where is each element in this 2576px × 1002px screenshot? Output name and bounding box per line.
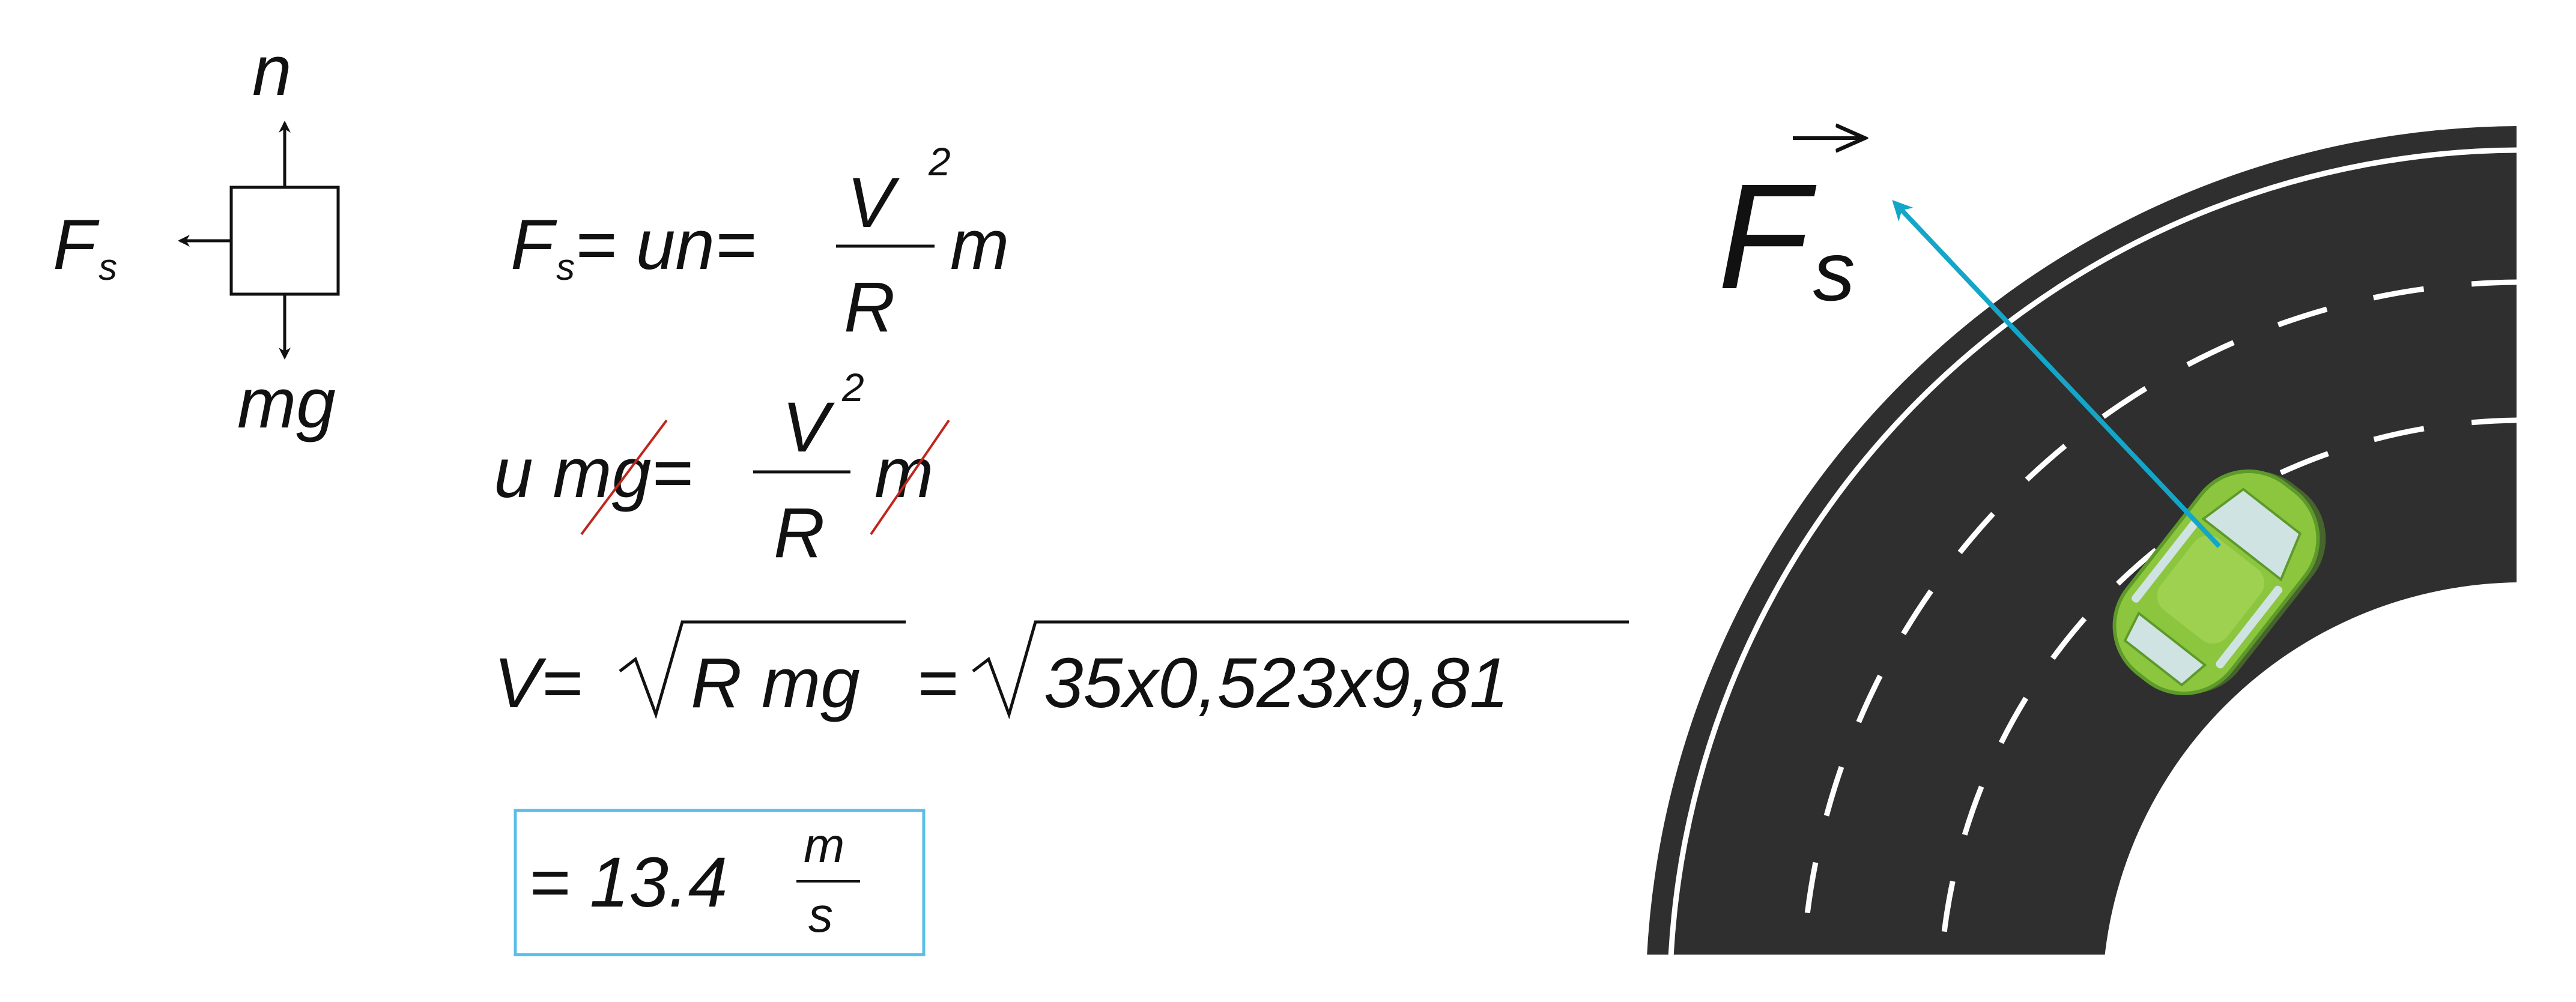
equation-1: Fs= un= V 2 R m	[511, 139, 1009, 347]
equation-3: V= R mg = 35x0,523x9,81	[494, 620, 1629, 723]
friction-label: Fs	[53, 205, 117, 288]
road-scene: Fs	[1622, 0, 2576, 1002]
scene-right-mask	[2517, 0, 2576, 999]
friction-force-arrow	[1892, 200, 2221, 548]
eq2-struck-m1: m	[553, 433, 611, 513]
car	[2112, 469, 2326, 695]
equation-2: u mg= V 2 R m	[494, 365, 950, 573]
road-outer-edge-line	[1667, 147, 2523, 1002]
free-body-diagram: n mg Fs	[53, 31, 340, 443]
result-box: = 13.4 m s	[514, 809, 926, 956]
eq1-denominator: R	[844, 268, 895, 347]
body-box	[229, 186, 340, 296]
eq2-strike-2	[870, 419, 950, 536]
result-unit-numerator: m	[804, 818, 844, 873]
eq2-strike-1	[580, 419, 668, 536]
force-vector-label: Fs	[1718, 152, 1855, 320]
result-value: = 13.4	[529, 843, 727, 922]
eq2-lhs: u mg=	[494, 433, 692, 513]
eq3-lhs: V=	[494, 644, 583, 723]
car-side-window-right	[2216, 585, 2283, 669]
car-roof	[2157, 535, 2264, 644]
eq2-exponent: 2	[841, 365, 864, 409]
result-frame	[514, 809, 926, 956]
sqrt-sign-1	[619, 620, 906, 720]
car-windshield	[2201, 487, 2302, 582]
road-inner-edge-line	[2123, 603, 2523, 1002]
eq3-radicand-1: R mg	[691, 644, 860, 723]
car-rear-window	[2123, 611, 2207, 687]
scene-bottom-mask	[1622, 955, 2576, 1002]
eq2-denominator: R	[774, 493, 825, 573]
car-side-window-left	[2132, 520, 2198, 603]
road-surface	[1646, 126, 2523, 1002]
eq1-numerator: V	[847, 163, 900, 243]
sqrt-sign-2	[972, 620, 1629, 720]
result-unit-denominator: s	[808, 888, 833, 943]
eq1-tail: m	[950, 205, 1009, 285]
eq1-exponent: 2	[928, 139, 951, 184]
normal-label: n	[252, 31, 292, 110]
weight-label: mg	[237, 364, 336, 443]
lane-marking-2	[1937, 417, 2523, 1002]
eq3-equals: =	[917, 644, 958, 723]
eq2-struck-m2: m	[874, 433, 933, 513]
eq3-radicand-2: 35x0,523x9,81	[1044, 644, 1509, 723]
eq2-numerator: V	[782, 388, 835, 467]
eq1-lhs: Fs= un=	[511, 205, 756, 288]
